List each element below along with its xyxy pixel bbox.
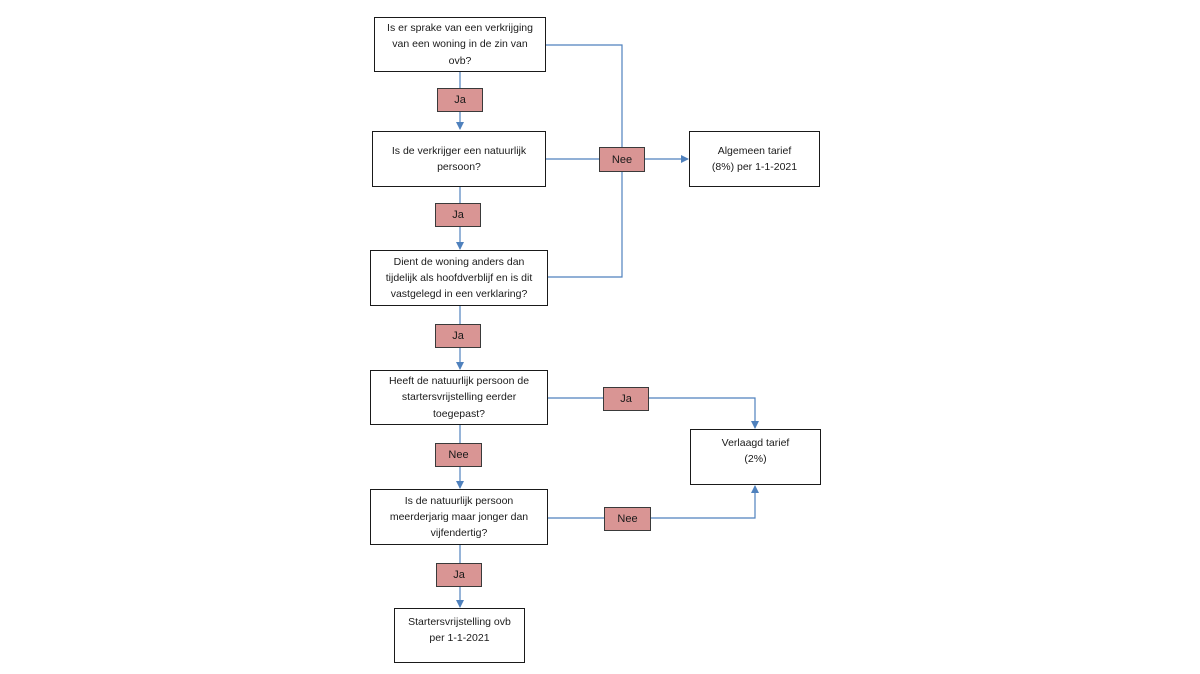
connector-q1-general <box>546 44 623 148</box>
question-box-q1: Is er sprake van een verkrijging van een… <box>374 17 546 72</box>
answer-label-nee-general: Nee <box>599 147 645 172</box>
connector-q3-general <box>548 171 623 278</box>
question-q3-line-3: vastgelegd in een verklaring? <box>390 288 528 301</box>
answer-label-ja-q1: Ja <box>437 88 483 112</box>
question-q4-line-1: Heeft de natuurlijk persoon de <box>388 375 530 388</box>
outcome-box-general-tariff: Algemeen tarief (8%) per 1-1-2021 <box>689 131 820 187</box>
answer-label-nee-q4: Nee <box>435 443 482 467</box>
outcome-reduced-line-1: Verlaagd tarief <box>721 437 790 449</box>
answer-label-ja-q3: Ja <box>435 324 481 348</box>
answer-label-ja-reduced: Ja <box>603 387 649 411</box>
outcome-starter-line-2: per 1-1-2021 <box>429 632 490 645</box>
answer-label-ja-q5: Ja <box>436 563 482 587</box>
question-q2-line-1: Is de verkrijger een natuurlijk <box>391 144 527 157</box>
question-q2-line-2: persoon? <box>437 161 481 173</box>
answer-label-nee-reduced: Nee <box>604 507 651 531</box>
outcome-reduced-line-2: (2%) <box>744 453 767 466</box>
question-q4-line-3: toegepast? <box>433 407 485 420</box>
connector-q5-reduced <box>548 485 759 519</box>
outcome-box-starter-exemption: Startersvrijstelling ovb per 1-1-2021 <box>394 608 525 663</box>
question-box-q3: Dient de woning anders dan tijdelijk als… <box>370 250 548 306</box>
connector-q4-reduced <box>548 397 759 429</box>
question-box-q5: Is de natuurlijk persoon meerderjarig ma… <box>370 489 548 545</box>
question-box-q2: Is de verkrijger een natuurlijk persoon? <box>372 131 546 187</box>
question-q1-line-2: van een woning in de zin van <box>392 38 528 51</box>
outcome-box-reduced-tariff: Verlaagd tarief (2%) <box>690 429 821 485</box>
question-q4-line-2: startersvrijstelling eerder <box>401 391 517 404</box>
question-q1-line-1: Is er sprake van een verkrijging <box>387 22 533 35</box>
question-q5-line-1: Is de natuurlijk persoon <box>404 494 514 507</box>
question-q3-line-1: Dient de woning anders dan <box>393 255 525 268</box>
question-q5-line-2: meerderjarig maar jonger dan <box>389 510 529 523</box>
answer-label-ja-q2: Ja <box>435 203 481 227</box>
outcome-starter-line-1: Startersvrijstelling ovb <box>408 616 511 628</box>
question-q3-line-2: tijdelijk als hoofdverblijf en is dit <box>385 271 533 284</box>
question-q1-line-3: ovb? <box>448 54 472 67</box>
question-q5-line-3: vijfendertig? <box>430 527 488 540</box>
outcome-general-line-1: Algemeen tarief <box>717 144 792 157</box>
outcome-general-line-2: (8%) per 1-1-2021 <box>711 161 798 173</box>
question-box-q4: Heeft de natuurlijk persoon de startersv… <box>370 370 548 425</box>
